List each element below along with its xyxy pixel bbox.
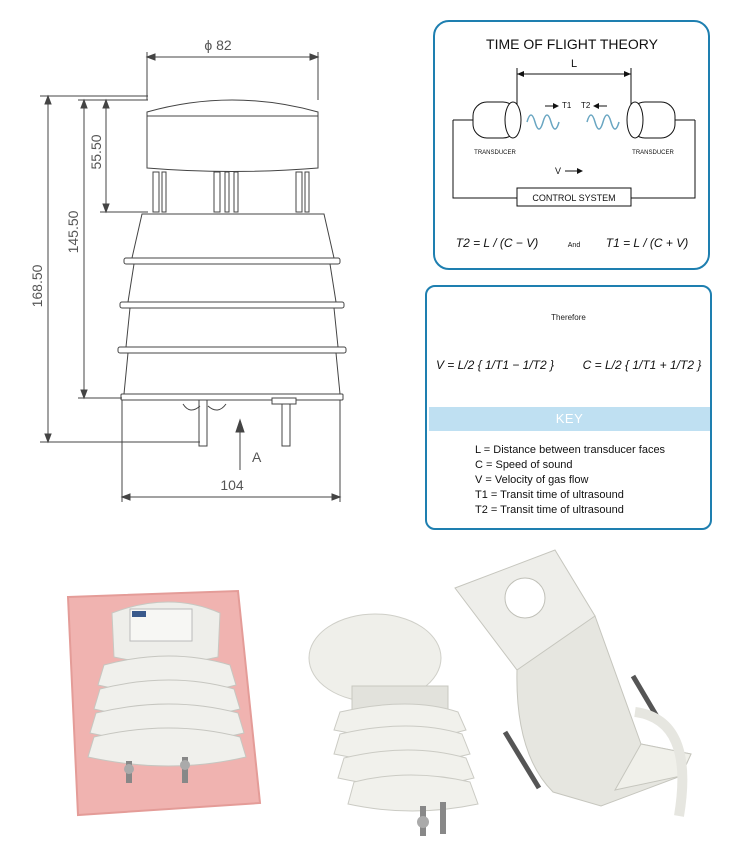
base-width-label: 104	[220, 477, 244, 493]
key-item: T2 = Transit time of ultrasound	[475, 504, 624, 516]
key-list: L = Distance between transducer faces C …	[475, 443, 665, 518]
t2-label: T2	[581, 101, 591, 110]
velocity-label: V	[555, 166, 561, 176]
therefore-label: Therefore	[551, 313, 586, 322]
view-marker-label: A	[252, 449, 262, 465]
equation-t1: T1 = L / (C + V)	[606, 236, 688, 250]
dimension-drawing: ϕ 82 55.50 145.50 168.50 104 A	[29, 37, 347, 502]
diameter-label: ϕ 82	[204, 37, 232, 53]
key-item: V = Velocity of gas flow	[475, 474, 589, 486]
velocity-equations: V = L/2 { 1/T1 − 1/T2 } C = L/2 { 1/T1 +…	[436, 358, 702, 372]
sensor-angled-photo	[308, 613, 479, 836]
t1-label: T1	[562, 101, 572, 110]
left-transducer-label: TRANSDUCER	[474, 150, 516, 156]
height-mid-label: 145.50	[65, 210, 81, 253]
equation-speed: C = L/2 { 1/T1 + 1/T2 }	[583, 358, 702, 372]
equation-velocity: V = L/2 { 1/T1 − 1/T2 }	[436, 358, 554, 372]
key-item: L = Distance between transducer faces	[475, 444, 666, 456]
key-item: C = Speed of sound	[475, 459, 573, 471]
right-transducer-label: TRANSDUCER	[632, 150, 674, 156]
tof-title: TIME OF FLIGHT THEORY	[486, 36, 659, 52]
mounting-bracket-photo	[454, 549, 692, 817]
sensor-on-foam-photo	[66, 589, 262, 817]
height-total-label: 168.50	[29, 264, 45, 307]
key-title: KEY	[555, 411, 584, 426]
key-item: T1 = Transit time of ultrasound	[475, 489, 624, 501]
height-top-label: 55.50	[88, 134, 104, 169]
time-of-flight-panel: TIME OF FLIGHT THEORY L TRANSDUCER TRANS…	[433, 20, 710, 270]
equations-panel: Therefore V = L/2 { 1/T1 − 1/T2 } C = L/…	[425, 285, 712, 530]
control-system-label: CONTROL SYSTEM	[532, 193, 615, 203]
key-header: KEY	[429, 407, 710, 431]
time-of-flight-diagram: TIME OF FLIGHT THEORY L TRANSDUCER TRANS…	[452, 36, 696, 250]
distance-label: L	[571, 58, 577, 70]
and-label: And	[568, 242, 581, 249]
equation-t2: T2 = L / (C − V)	[456, 236, 538, 250]
